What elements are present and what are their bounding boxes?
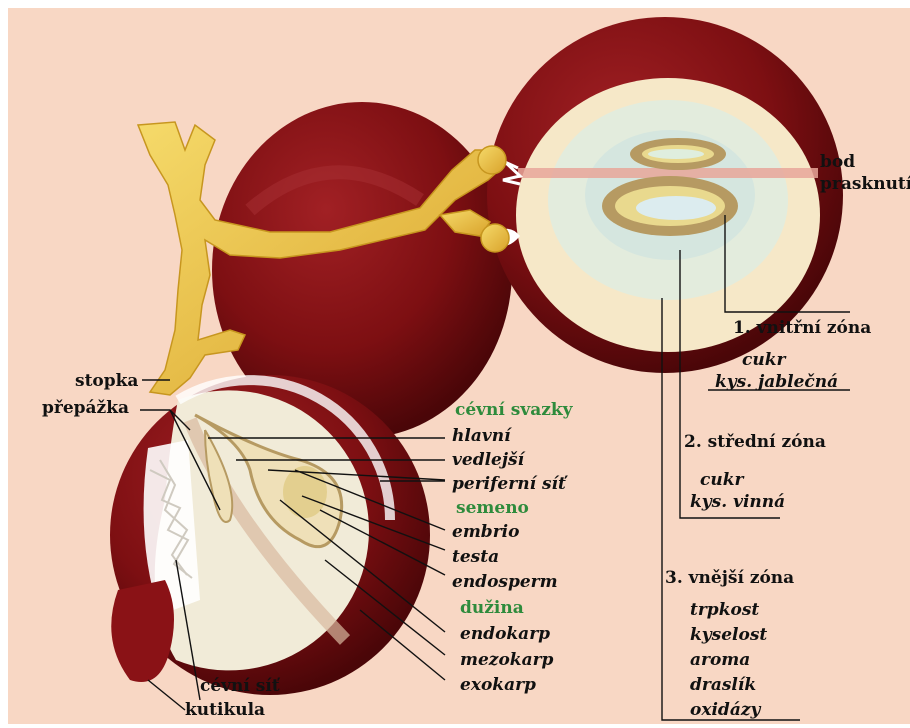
label-testa: testa [452,547,499,567]
label-exokarp: exokarp [460,675,536,695]
zone2-item-cukr: cukr [700,470,743,490]
zone1-item-kys-jablecna: kys. jablečná [715,372,838,392]
label-hlavni: hlavní [452,426,511,446]
label-embrio: embrio [452,522,519,542]
zone1-item-cukr: cukr [742,350,785,370]
zone3-title: 3. vnější zóna [665,568,794,588]
label-bod: bod [820,152,855,172]
label-cevni-svazky: cévní svazky [455,400,573,420]
zone3-item-aroma: aroma [690,650,750,670]
zone2-item-kys-vinna: kys. vinná [690,492,785,512]
label-cevni-sit: cévní síť [200,676,280,696]
label-endokarp: endokarp [460,624,550,644]
label-kutikula: kutikula [185,700,265,720]
label-semeno: semeno [456,498,529,518]
label-prasknuti: prasknutí [820,174,910,194]
label-stopka: stopka [75,371,138,391]
label-endosperm: endosperm [452,572,558,592]
label-periferni-sit: periferní síť [452,474,566,494]
zone1-title: 1. vnitřní zóna [733,318,871,338]
label-duzina: dužina [460,598,524,618]
left-cut-berry [110,375,430,695]
label-vedlejsi: vedlejší [452,450,524,470]
zone3-item-oxidazy: oxidázy [690,700,760,720]
zone2-title: 2. střední zóna [684,432,826,452]
zone3-item-trpkost: trpkost [690,600,759,620]
zone3-item-kyselost: kyselost [690,625,767,645]
label-prepazka: přepážka [42,398,129,418]
label-mezokarp: mezokarp [460,650,553,670]
zone3-item-draslik: draslík [690,675,756,695]
